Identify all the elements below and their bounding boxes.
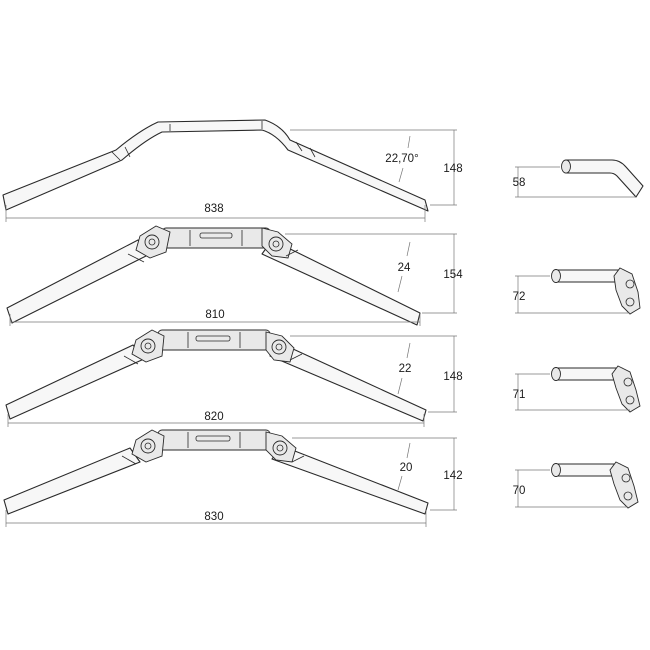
handlebar-1-side-tube	[565, 159, 644, 198]
handlebar-4-left-arm	[3, 447, 141, 515]
handlebar-4-side-tube-end	[551, 463, 561, 477]
handlebar-2-left-clamp	[127, 225, 171, 263]
handlebar-1-side-view: 58	[513, 159, 644, 198]
handlebar-2-side-view: 72	[513, 267, 641, 315]
handlebar-2-angle-label: 24	[398, 262, 411, 274]
handlebar-2: 810 154 24 72	[6, 225, 641, 326]
handlebar-3-crossbar-slot	[195, 335, 231, 342]
handlebar-3-rise-label: 148	[443, 371, 462, 383]
handlebar-3-angle-leader-top	[406, 342, 411, 359]
handlebar-3-side-view: 71	[513, 365, 641, 413]
handlebar-4-angle-leader-bottom	[397, 475, 403, 491]
handlebar-2-right-clamp	[261, 227, 299, 259]
handlebar-3-right-arm	[269, 342, 427, 422]
handlebar-4-left-clamp	[121, 429, 165, 465]
handlebar-2-angle-leader-bottom	[397, 275, 403, 293]
handlebar-4-angle-label: 20	[400, 462, 413, 474]
handlebar-2-side-label: 72	[513, 291, 526, 303]
handlebar-3: 820 148 22 71	[5, 329, 641, 427]
handlebar-4-rise-label: 142	[443, 470, 462, 482]
handlebar-1: 838 148 22,70° 58	[2, 119, 644, 222]
handlebar-3-crossbar	[157, 329, 271, 351]
handlebar-1-angle-label: 22,70°	[385, 153, 418, 165]
handlebar-1-tube	[2, 119, 429, 212]
handlebar-2-width-label: 810	[205, 309, 224, 321]
handlebar-1-width-label: 838	[204, 203, 223, 215]
handlebar-4-angle-leader-top	[406, 442, 411, 459]
handlebar-2-side-riser	[613, 267, 641, 315]
handlebar-1-angle-leader-bottom	[398, 167, 404, 183]
handlebar-4-crossbar	[157, 429, 271, 451]
handlebar-3-right-clamp	[265, 331, 303, 363]
handlebar-4-side-label: 70	[513, 485, 526, 497]
handlebar-4-crossbar-slot	[195, 435, 231, 442]
handlebar-3-side-label: 71	[513, 389, 526, 401]
handlebar-4-right-clamp	[265, 431, 305, 463]
handlebar-4-width-label: 830	[204, 511, 223, 523]
handlebar-3-angle-leader-bottom	[397, 377, 403, 395]
handlebar-4: 830 142 20 70	[3, 429, 639, 527]
handlebar-2-crossbar-slot	[199, 232, 233, 239]
handlebar-1-side-tube-end	[561, 159, 571, 174]
handlebar-4-right-arm	[271, 445, 429, 515]
handlebar-3-left-clamp	[123, 329, 165, 365]
handlebar-3-side-tube-end	[551, 367, 561, 381]
handlebar-1-rise-label: 148	[443, 163, 462, 175]
handlebar-4-side-view: 70	[513, 461, 639, 509]
handlebar-3-side-riser	[611, 365, 641, 413]
handlebar-1-bend-marks	[111, 121, 316, 161]
handlebar-1-side-label: 58	[513, 177, 526, 189]
handlebar-3-width-label: 820	[204, 411, 223, 423]
handlebar-2-left-arm	[6, 239, 151, 324]
handlebar-4-side-riser	[609, 461, 639, 509]
handlebar-3-left-arm	[5, 344, 145, 420]
handlebar-2-angle-leader-top	[406, 241, 411, 257]
handlebar-3-angle-label: 22	[399, 363, 412, 375]
handlebar-2-rise-label: 154	[443, 269, 463, 281]
handlebar-1-angle-leader-top	[407, 135, 411, 149]
handlebar-2-side-tube-end	[551, 269, 561, 283]
